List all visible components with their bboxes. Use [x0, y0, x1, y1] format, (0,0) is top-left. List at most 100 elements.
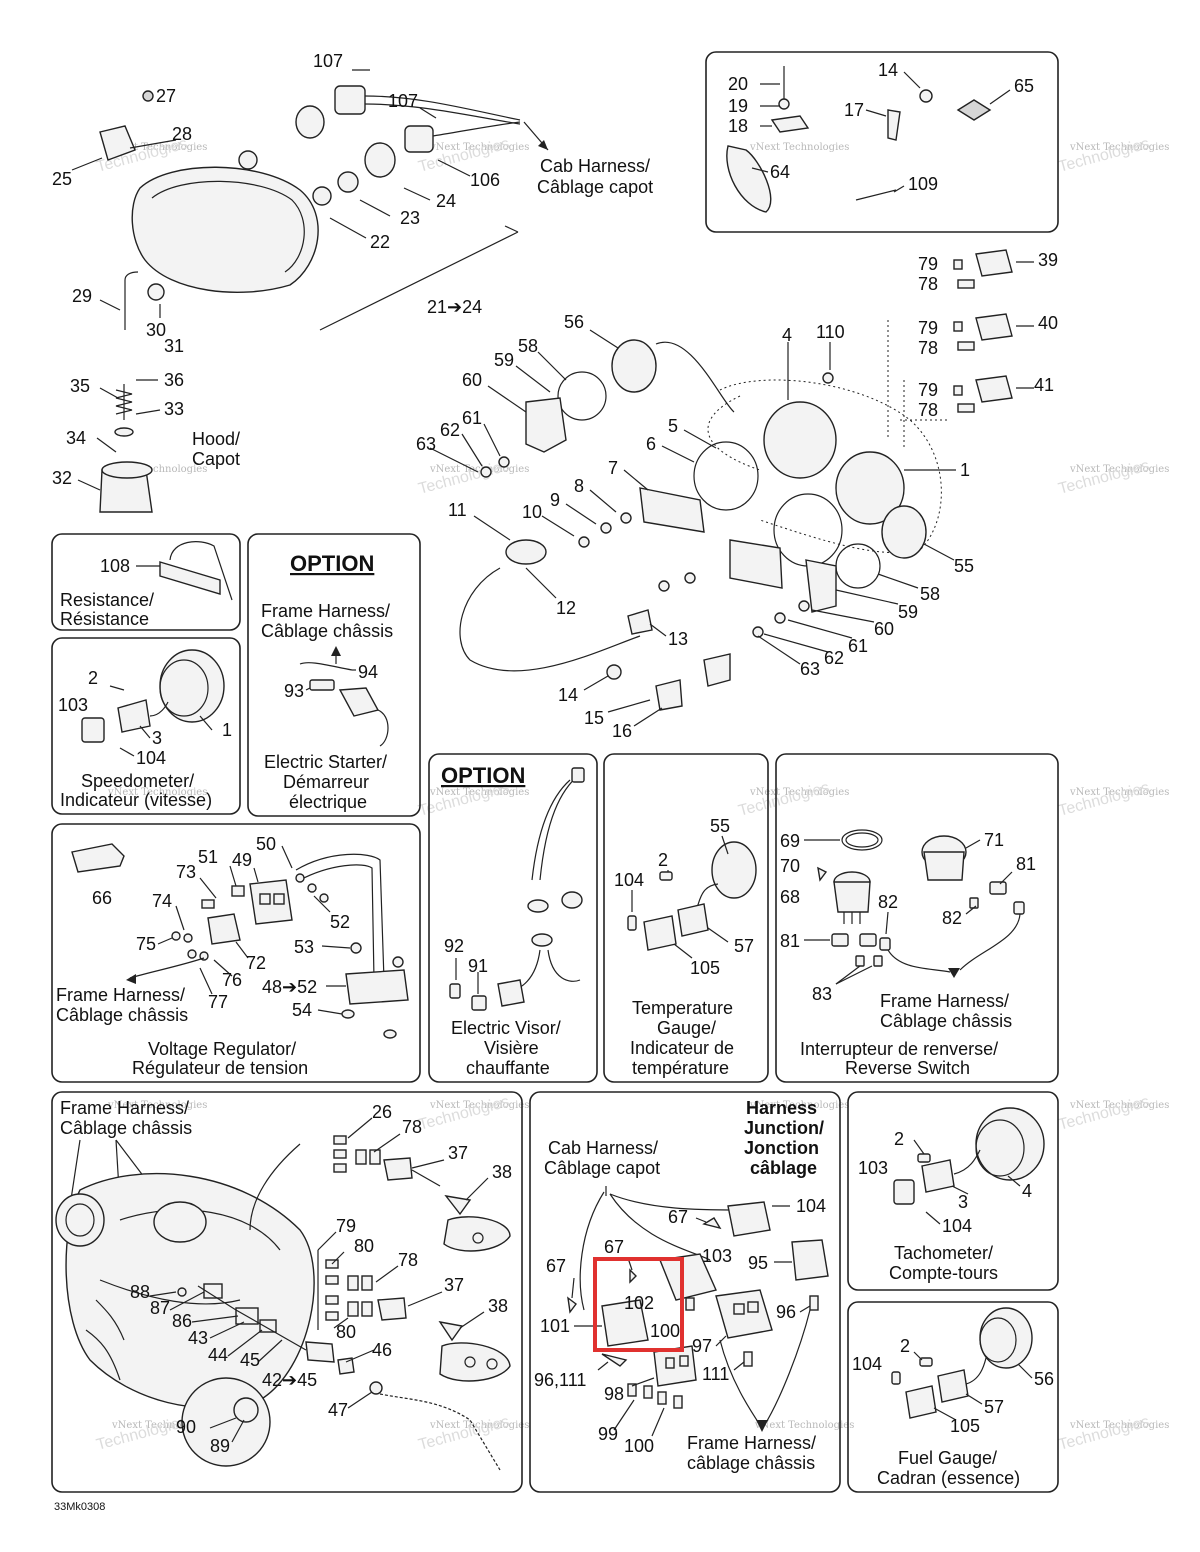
line-shape — [903, 71, 921, 89]
line-shape — [96, 437, 117, 453]
rect-shape — [855, 955, 865, 967]
visor-caption: chauffante — [466, 1058, 550, 1078]
callout-74: 74 — [152, 891, 172, 911]
speedometer-caption: Speedometer/ — [81, 771, 194, 791]
path-shape — [383, 1157, 413, 1181]
circle-shape — [187, 949, 197, 959]
voltage-regulator-parts — [71, 843, 409, 1039]
line-shape — [1007, 1175, 1021, 1187]
line-shape — [109, 685, 125, 691]
rect-shape — [273, 893, 285, 905]
path-shape — [627, 609, 653, 635]
callout-65: 65 — [1014, 76, 1034, 96]
path-shape — [643, 915, 677, 951]
bulb-part — [312, 186, 332, 206]
line-shape — [317, 1231, 337, 1251]
callout-37: 37 — [448, 1143, 468, 1163]
path-shape — [159, 561, 221, 595]
path-shape — [299, 662, 353, 671]
starter-caption: électrique — [289, 792, 367, 812]
callout-35: 35 — [70, 376, 90, 396]
cab-harness-label: Câblage capot — [544, 1158, 660, 1178]
line-shape — [71, 157, 103, 171]
path-shape — [443, 1216, 511, 1252]
rect-shape — [809, 1295, 819, 1311]
resistance-caption: Résistance — [60, 609, 149, 629]
line-shape — [951, 1185, 969, 1195]
polygon-shape — [948, 968, 960, 978]
line-shape — [933, 1407, 957, 1421]
line-shape — [487, 385, 527, 413]
watermark: vNext Technologies — [429, 142, 529, 153]
reverse-switch-caption: Reverse Switch — [845, 1058, 970, 1078]
callout-59: 59 — [494, 350, 514, 370]
line-shape — [571, 1277, 575, 1299]
path-shape — [703, 653, 731, 687]
visor-parts — [449, 767, 585, 1011]
callout-98: 98 — [604, 1384, 624, 1404]
line-shape — [99, 299, 121, 311]
path-shape — [249, 1143, 301, 1231]
line-shape — [209, 1321, 245, 1339]
polygon-shape — [126, 974, 136, 984]
circle-shape — [600, 522, 612, 534]
path-shape — [99, 1279, 241, 1305]
callout-33: 33 — [164, 399, 184, 419]
frame-harness-label: Frame Harness/ — [880, 991, 1009, 1011]
rect-shape — [259, 893, 271, 905]
frame-harness-panel — [51, 1091, 523, 1493]
path-shape — [719, 1339, 763, 1429]
rod-part — [124, 271, 139, 330]
line-shape — [461, 433, 483, 467]
circle-shape — [472, 1232, 484, 1244]
rect-shape — [325, 1275, 339, 1285]
callout-70: 70 — [780, 856, 800, 876]
callout-104: 104 — [942, 1216, 972, 1236]
path-shape — [379, 1393, 501, 1471]
tachometer-caption: Compte-tours — [889, 1263, 998, 1283]
path-shape — [609, 1193, 711, 1261]
circle-shape — [319, 893, 329, 903]
watermark: vNext Technologies — [1069, 464, 1169, 475]
line-shape — [411, 1159, 445, 1169]
path-shape — [921, 1159, 955, 1193]
fuel-gauge-panel — [847, 1301, 1059, 1493]
junction-title: câblage — [750, 1158, 817, 1178]
instrument-cluster — [429, 320, 956, 727]
highlight-box — [593, 1257, 684, 1352]
callout-19: 19 — [728, 96, 748, 116]
callout-63: 63 — [416, 434, 436, 454]
ellipse-shape — [773, 493, 843, 567]
headlight-housing — [131, 166, 319, 293]
callout-26: 26 — [372, 1102, 392, 1122]
rect-shape — [919, 1357, 933, 1367]
reverse-switch-caption: Interrupteur de renverse/ — [800, 1039, 998, 1059]
callout-61: 61 — [462, 408, 482, 428]
callout-104: 104 — [796, 1196, 826, 1216]
line-shape — [965, 839, 981, 849]
path-shape — [923, 851, 965, 881]
path-shape — [497, 979, 525, 1007]
callout-43: 43 — [188, 1328, 208, 1348]
watermark: vNext Technologies — [429, 1420, 529, 1431]
ellipse-shape — [835, 451, 905, 525]
line-shape — [253, 867, 259, 883]
line-shape — [429, 447, 479, 473]
callout-25: 25 — [52, 169, 72, 189]
watermark: vNext Technologies — [111, 1420, 211, 1431]
watermark: vNext Technologies — [107, 464, 207, 475]
temperature-caption: Gauge/ — [657, 1018, 716, 1038]
harness-junction-panel — [529, 1091, 841, 1493]
circle-shape — [684, 572, 696, 584]
ellipse-shape — [711, 841, 757, 899]
callout-39: 39 — [1038, 250, 1058, 270]
line-shape — [227, 1329, 263, 1357]
fuel-gauge-caption: Cadran (essence) — [877, 1468, 1020, 1488]
path-shape — [965, 1357, 987, 1385]
line-shape — [281, 845, 293, 869]
line-shape — [811, 609, 875, 623]
line-shape — [257, 1339, 283, 1363]
line-shape — [607, 699, 651, 713]
callout-78: 78 — [918, 400, 938, 420]
frame-harness-label: Frame Harness/ — [261, 601, 390, 621]
